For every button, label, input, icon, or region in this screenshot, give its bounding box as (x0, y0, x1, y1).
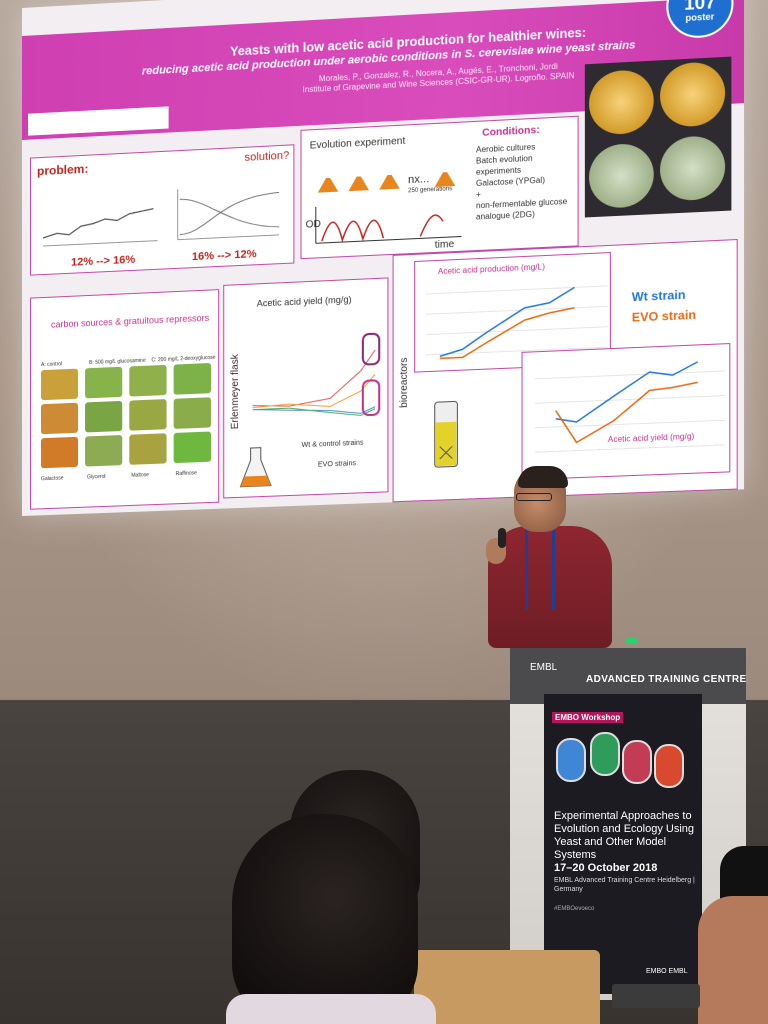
dancing-figure (622, 740, 652, 784)
lanyard (525, 530, 555, 610)
problem-title: problem: (36, 161, 89, 179)
microphone-icon (498, 528, 506, 548)
well (173, 431, 212, 464)
od-axis-label: OD (305, 218, 321, 231)
flask-icon (238, 445, 273, 491)
evolution-title: Evolution experiment (309, 135, 406, 152)
audience-arm (698, 896, 768, 1024)
chair (414, 950, 600, 1024)
solution-stat: 16% --> 12% (191, 248, 257, 264)
legend-wt-control: Wt & control strains (301, 439, 364, 450)
well (129, 399, 167, 431)
poster-title: Experimental Approaches to Evolution and… (554, 810, 695, 861)
acetic-yield-title: Acetic acid yield (mg/g) (256, 294, 352, 309)
problem-panel: problem: solution? 12% --> 16% 16% --> 1… (29, 144, 295, 276)
poster-date: 17–20 October 2018 (554, 862, 658, 874)
evolution-panel: Evolution experiment Conditions: Aerobic… (300, 115, 579, 260)
poster-tag: EMBO Workshop (552, 712, 624, 723)
problem-stat: 12% --> 16% (71, 253, 136, 269)
carbon-column-label: Maltose (131, 472, 149, 479)
agar-plate (660, 61, 726, 128)
badge-label: poster (685, 11, 715, 24)
time-axis-label: time (434, 238, 455, 251)
wt-legend: Wt strain (631, 287, 686, 305)
audience-head (232, 814, 418, 1024)
acetic-yield-panel: Acetic acid yield (mg/g) Erlenmeyer flas… (223, 277, 389, 499)
problem-graphs (37, 174, 289, 256)
carbon-panel: carbon sources & gratuitous repressors A… (29, 289, 220, 510)
yield-chart-box: Acetic acid yield (mg/g) (521, 343, 731, 481)
dancing-figure (590, 732, 620, 776)
dancing-figure (654, 744, 684, 788)
cycles-label: nx... (407, 173, 430, 187)
carbon-sublabel: B: 500 mg/L glucosamine (89, 357, 146, 367)
conditions-list: Aerobic cultures Batch evolution experim… (476, 139, 576, 222)
erlenmeyer-label: Erlenmeyer flask (230, 353, 242, 430)
well (129, 364, 167, 397)
bioreactor-icon (431, 395, 462, 471)
yield-chart (535, 350, 725, 470)
conditions-title: Conditions: (482, 124, 540, 139)
well (85, 366, 123, 399)
well (173, 362, 212, 395)
agar-plate (589, 142, 654, 210)
poster-footer: EMBO EMBL (646, 968, 688, 975)
well (173, 397, 212, 429)
well (40, 368, 79, 401)
plates-photo (584, 56, 732, 218)
agar-plate (660, 134, 726, 202)
bioreactor-panel: bioreactors Acetic acid production (mg/L… (392, 239, 738, 503)
control-device (612, 984, 700, 1008)
evo-legend: EVO strain (631, 307, 697, 325)
speaker-hair (518, 466, 568, 488)
agar-plate (589, 68, 654, 136)
poster-venue: EMBL Advanced Training Centre Heidelberg… (554, 877, 695, 893)
well (85, 435, 123, 467)
carbon-column-label: Raffinose (175, 470, 197, 478)
production-title: Acetic acid production (mg/L) (437, 262, 545, 277)
well (40, 436, 79, 469)
speaker-body (488, 526, 612, 648)
glasses (516, 493, 552, 501)
condition-item: non-fermentable glucose analogue (2DG) (475, 196, 568, 222)
well (129, 433, 167, 465)
carbon-column-label: Glycerol (87, 473, 106, 481)
bioreactors-label: bioreactors (398, 357, 411, 408)
well (40, 402, 79, 435)
evolution-diagram (308, 171, 472, 254)
podium-brand-atc: ADVANCED TRAINING CENTRE (586, 674, 747, 685)
desk-light (626, 638, 638, 644)
carbon-sublabel: A: control (40, 361, 63, 369)
acetic-yield-chart (249, 319, 384, 436)
carbon-title: carbon sources & gratuitous repressors (50, 312, 210, 330)
well (85, 400, 123, 433)
audience-shirt (226, 994, 436, 1024)
podium-brand-embl: EMBL (530, 662, 558, 673)
projected-slide: Yeasts with low acetic acid production f… (22, 0, 745, 517)
carbon-column-label: Galactose (40, 475, 64, 483)
solution-title: solution? (244, 149, 290, 164)
poster-hashtag: #EMBOevoeco (554, 906, 595, 912)
legend-evo: EVO strains (317, 460, 357, 469)
dancing-figure (556, 738, 586, 782)
